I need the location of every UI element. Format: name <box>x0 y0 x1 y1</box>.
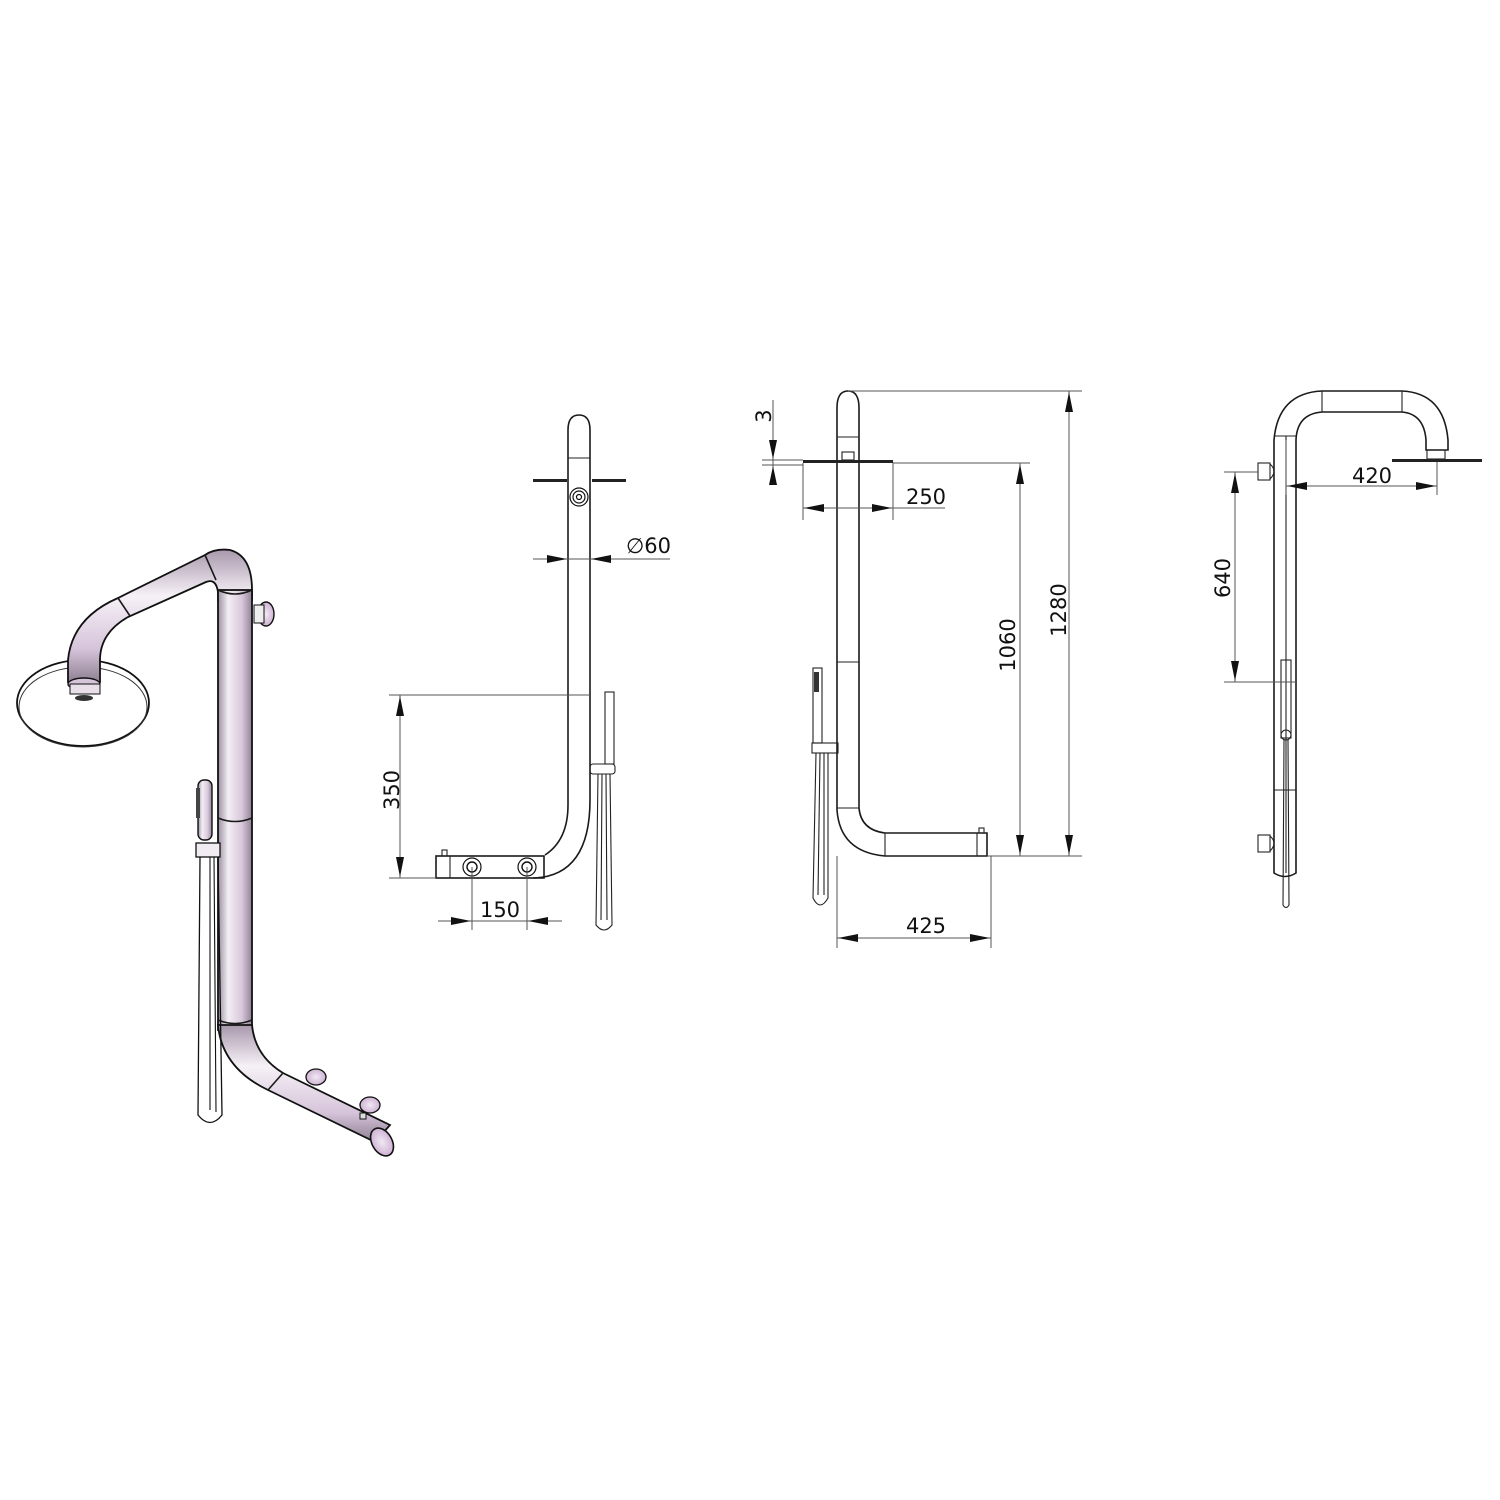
side-hand-shower <box>811 667 839 906</box>
front-hand-shower <box>589 691 616 931</box>
dim-base-depth: 425 <box>836 856 992 948</box>
shower-arm <box>67 548 253 683</box>
front-view: ∅60 350 150 <box>380 414 671 931</box>
front-thermostat-body <box>435 855 545 879</box>
dim-arm-reach: 420 <box>1285 440 1438 495</box>
front-column <box>533 414 591 879</box>
dim-head-thickness: 3 <box>752 400 803 485</box>
front-head-plate <box>533 479 567 482</box>
hot-valve <box>305 1068 327 1086</box>
dim-label-valve-spacing: 150 <box>480 898 520 922</box>
dim-label-bracket-spacing: 640 <box>1211 558 1235 598</box>
dim-valve-spacing: 150 <box>438 867 562 930</box>
dim-bracket-spacing: 640 <box>1211 471 1296 683</box>
dim-label-lower-height: 350 <box>380 770 404 810</box>
rear-view: 420 640 <box>1211 390 1482 909</box>
rear-hand-shower <box>1280 659 1292 909</box>
upper-wall-bracket <box>253 601 275 627</box>
dim-label-head-height: 1060 <box>996 618 1020 671</box>
dim-label-total-height: 1280 <box>1047 583 1071 636</box>
dim-head-diameter: 250 <box>802 463 946 520</box>
dim-pipe-diameter: ∅60 <box>533 534 671 563</box>
isometric-view <box>16 548 395 1157</box>
rear-upper-bracket <box>1257 462 1275 481</box>
dim-label-arm-reach: 420 <box>1352 464 1392 488</box>
dim-total-height: 1280 <box>848 390 1082 856</box>
vertical-column <box>217 589 253 1031</box>
dim-label-base-depth: 425 <box>906 914 946 938</box>
dim-head-height: 1060 <box>893 462 1082 857</box>
rear-column-arm <box>1273 390 1449 878</box>
rear-lower-bracket <box>1257 834 1275 853</box>
dim-label-head-thickness: 3 <box>752 409 776 422</box>
dim-label-pipe-diameter: ∅60 <box>626 534 671 558</box>
side-view: 3 250 1060 1280 <box>752 390 1082 948</box>
dim-label-head-diameter: 250 <box>906 485 946 509</box>
thermostat-body <box>217 1024 392 1144</box>
cold-valve <box>359 1096 381 1120</box>
side-head-plate <box>803 460 893 463</box>
dim-lower-height: 350 <box>380 694 590 879</box>
hand-shower <box>195 779 223 1124</box>
side-column <box>836 390 988 857</box>
rear-head-plate <box>1392 459 1482 462</box>
